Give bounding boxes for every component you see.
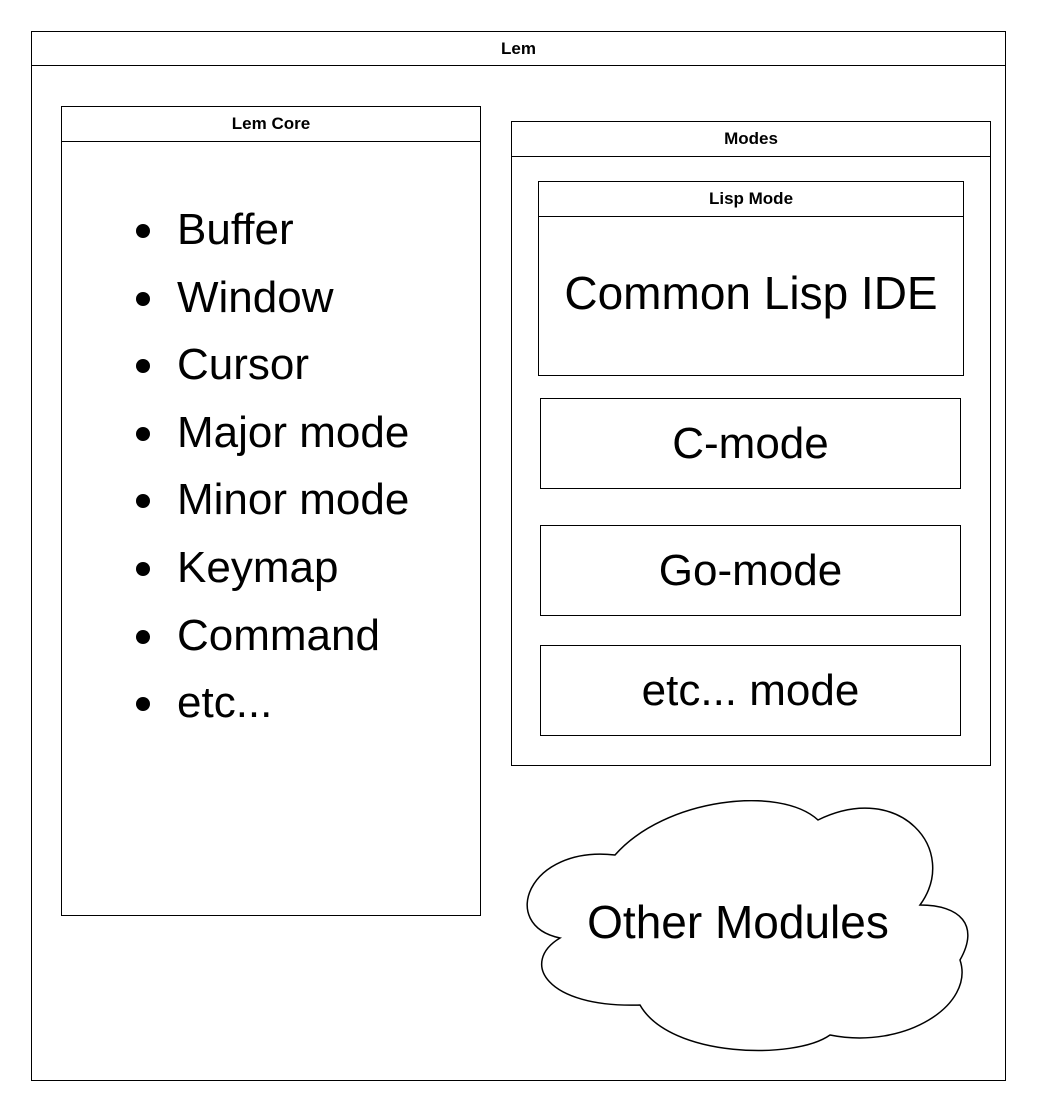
lisp-mode-container: Lisp Mode Common Lisp IDE bbox=[538, 181, 964, 376]
lisp-mode-body: Common Lisp IDE bbox=[564, 267, 938, 319]
core-item-buffer: Buffer bbox=[135, 196, 409, 264]
core-item-keymap: Keymap bbox=[135, 534, 409, 602]
other-modules-label: Other Modules bbox=[587, 896, 889, 948]
core-item-cursor: Cursor bbox=[135, 331, 409, 399]
go-mode-box: Go-mode bbox=[540, 525, 961, 616]
core-item-command: Command bbox=[135, 602, 409, 670]
etc-mode-box: etc... mode bbox=[540, 645, 961, 736]
core-item-etc: etc... bbox=[135, 669, 409, 737]
core-item-window: Window bbox=[135, 264, 409, 332]
c-mode-box: C-mode bbox=[540, 398, 961, 489]
core-item-major-mode: Major mode bbox=[135, 399, 409, 467]
core-item-minor-mode: Minor mode bbox=[135, 466, 409, 534]
lem-core-container: Lem Core bbox=[61, 106, 481, 916]
lem-core-title: Lem Core bbox=[62, 107, 480, 142]
other-modules-cloud bbox=[526, 800, 969, 1052]
cloud-shape bbox=[526, 800, 969, 1052]
lisp-mode-title: Lisp Mode bbox=[539, 182, 963, 217]
lem-title: Lem bbox=[32, 32, 1005, 66]
lem-core-list: Buffer Window Cursor Major mode Minor mo… bbox=[135, 196, 409, 737]
modes-title: Modes bbox=[512, 122, 990, 157]
